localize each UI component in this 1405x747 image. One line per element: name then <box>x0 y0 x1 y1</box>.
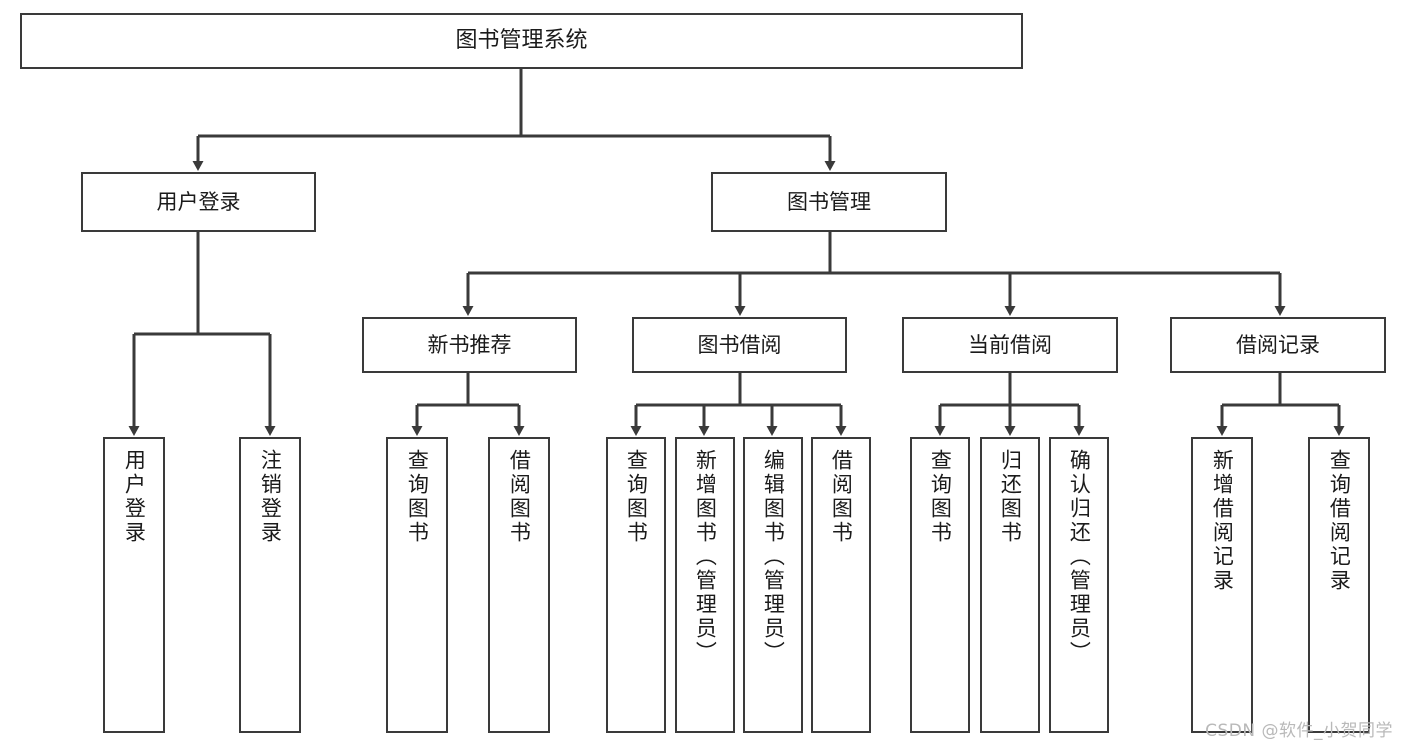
node-book-management[interactable]: 图书管理 <box>711 172 947 232</box>
leaf-record-add-record[interactable]: 新增借阅记录 <box>1191 437 1253 733</box>
leaf-borrow-add-book-admin[interactable]: 新增图书（管理员） <box>675 437 735 733</box>
node-label: 用户登录 <box>122 449 147 545</box>
node-book-borrow[interactable]: 图书借阅 <box>632 317 847 373</box>
node-label: 注销登录 <box>258 449 283 545</box>
node-current-borrow[interactable]: 当前借阅 <box>902 317 1118 373</box>
leaf-user-login[interactable]: 用户登录 <box>103 437 165 733</box>
node-user-login[interactable]: 用户登录 <box>81 172 316 232</box>
node-label: 查询图书 <box>624 449 649 545</box>
node-label: 图书管理 <box>787 189 871 214</box>
node-label: 借阅图书 <box>829 449 854 545</box>
node-label: 借阅图书 <box>507 449 532 545</box>
node-label: 新增借阅记录 <box>1210 449 1235 593</box>
node-label: 借阅记录 <box>1236 332 1320 357</box>
node-label: 用户登录 <box>156 189 241 214</box>
node-new-book-recommend[interactable]: 新书推荐 <box>362 317 577 373</box>
node-label: 图书管理系统 <box>455 28 588 54</box>
node-label: 新书推荐 <box>427 332 512 357</box>
node-label: 图书借阅 <box>697 332 782 357</box>
leaf-borrow-borrow-book[interactable]: 借阅图书 <box>811 437 871 733</box>
node-label: 查询图书 <box>928 449 953 545</box>
node-label: 确认归还（管理员） <box>1067 449 1092 665</box>
leaf-current-confirm-return-admin[interactable]: 确认归还（管理员） <box>1049 437 1109 733</box>
node-borrow-record[interactable]: 借阅记录 <box>1170 317 1386 373</box>
node-label: 查询借阅记录 <box>1327 449 1352 593</box>
leaf-borrow-query-book[interactable]: 查询图书 <box>606 437 666 733</box>
leaf-borrow-edit-book-admin[interactable]: 编辑图书（管理员） <box>743 437 803 733</box>
node-label: 编辑图书（管理员） <box>761 449 786 665</box>
node-label: 查询图书 <box>405 449 430 545</box>
node-label: 新增图书（管理员） <box>693 449 718 665</box>
leaf-user-logout[interactable]: 注销登录 <box>239 437 301 733</box>
node-root-system[interactable]: 图书管理系统 <box>20 13 1023 69</box>
leaf-recommend-borrow-book[interactable]: 借阅图书 <box>488 437 550 733</box>
leaf-recommend-query-book[interactable]: 查询图书 <box>386 437 448 733</box>
node-label: 当前借阅 <box>968 332 1052 357</box>
leaf-current-query-book[interactable]: 查询图书 <box>910 437 970 733</box>
leaf-record-query-record[interactable]: 查询借阅记录 <box>1308 437 1370 733</box>
node-label: 归还图书 <box>998 449 1023 545</box>
watermark-text: CSDN @软件_小贺同学 <box>1205 721 1393 741</box>
leaf-current-return-book[interactable]: 归还图书 <box>980 437 1040 733</box>
